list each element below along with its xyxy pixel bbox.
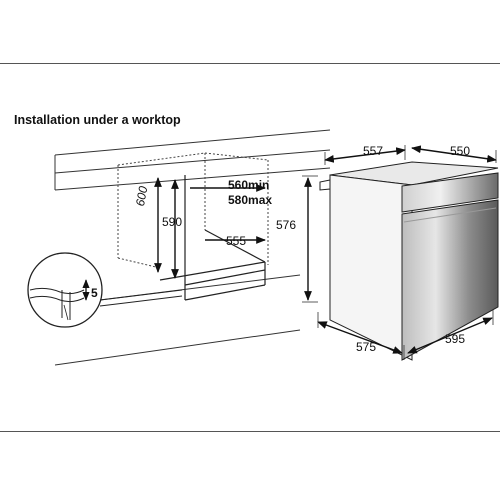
cabinet-cutout-outline xyxy=(117,152,269,269)
page-title: Installation under a worktop xyxy=(14,113,181,127)
dim-595-arrow xyxy=(407,317,493,354)
cabinet-inner-outline xyxy=(159,175,266,301)
dim-576-label: 576 xyxy=(276,218,296,232)
dim-590-label: 590 xyxy=(162,215,182,229)
oven-dimension-arrows xyxy=(304,145,497,354)
dim-550-label: 550 xyxy=(450,144,470,158)
top-border-line xyxy=(0,63,500,64)
detail-magnifier xyxy=(27,252,183,328)
oven-control-panel xyxy=(401,172,499,213)
dim-575-label: 575 xyxy=(356,340,376,354)
dim-557-label: 557 xyxy=(363,144,383,158)
dim-560min-label: 560min xyxy=(228,178,269,192)
dim-550-arrow xyxy=(411,145,497,163)
dim-580max-label: 580max xyxy=(228,193,272,207)
dim-575-arrow xyxy=(317,321,403,354)
dim-600-label: 600 xyxy=(133,185,150,207)
dim-5-label: 5 xyxy=(91,286,98,300)
dim-557-arrow xyxy=(324,147,406,163)
dim-555-label: 555 xyxy=(226,234,246,248)
oven-extension-lines xyxy=(302,145,497,360)
cabinet-dimension-arrows xyxy=(154,177,266,279)
bottom-border-line xyxy=(0,431,500,432)
oven-illustration xyxy=(319,161,499,361)
worktop-outline xyxy=(54,129,331,191)
dim-595-label: 595 xyxy=(445,332,465,346)
